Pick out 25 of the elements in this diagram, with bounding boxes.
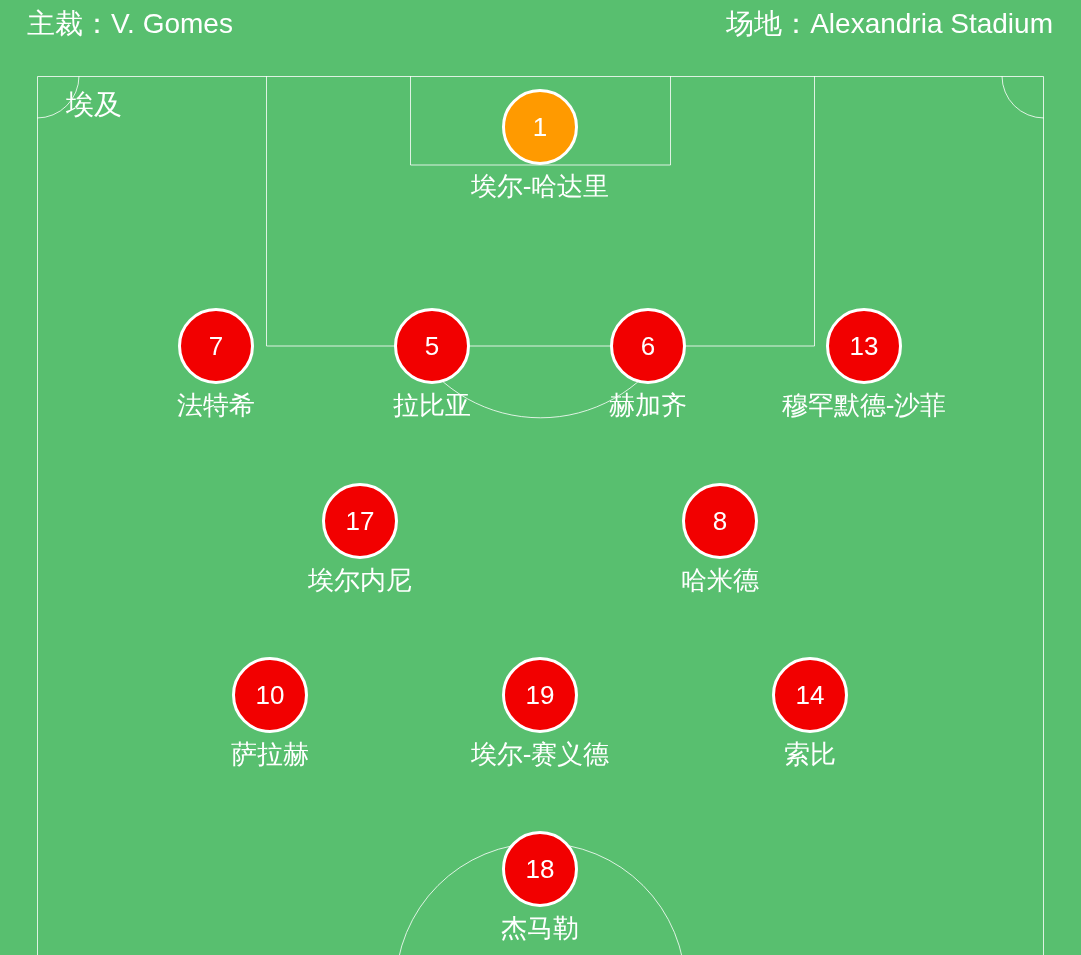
player-name: 穆罕默德-沙菲 [781,390,947,420]
venue-label: 场地：Alexandria Stadium [726,7,1053,41]
player-name: 埃尔内尼 [308,565,412,595]
player-marker: 13 [826,308,902,384]
player-marker: 19 [502,657,578,733]
referee-label: 主裁：V. Gomes [27,7,233,41]
player-name: 索比 [784,739,836,769]
team-name: 埃及 [66,88,122,122]
player-name: 埃尔-哈达里 [470,171,610,201]
player-name: 埃尔-赛义德 [470,739,610,769]
player-marker: 1 [502,89,578,165]
player-marker: 8 [682,483,758,559]
player-marker: 14 [772,657,848,733]
player-marker: 6 [610,308,686,384]
player-marker: 17 [322,483,398,559]
player-marker: 10 [232,657,308,733]
player-name: 拉比亚 [393,390,471,420]
player-marker: 18 [502,831,578,907]
player-name: 赫加齐 [609,390,687,420]
player-name: 哈米德 [681,565,759,595]
player-marker: 7 [178,308,254,384]
player-name: 杰马勒 [501,913,579,943]
player-name: 萨拉赫 [231,739,309,769]
player-name: 法特希 [177,390,255,420]
player-marker: 5 [394,308,470,384]
